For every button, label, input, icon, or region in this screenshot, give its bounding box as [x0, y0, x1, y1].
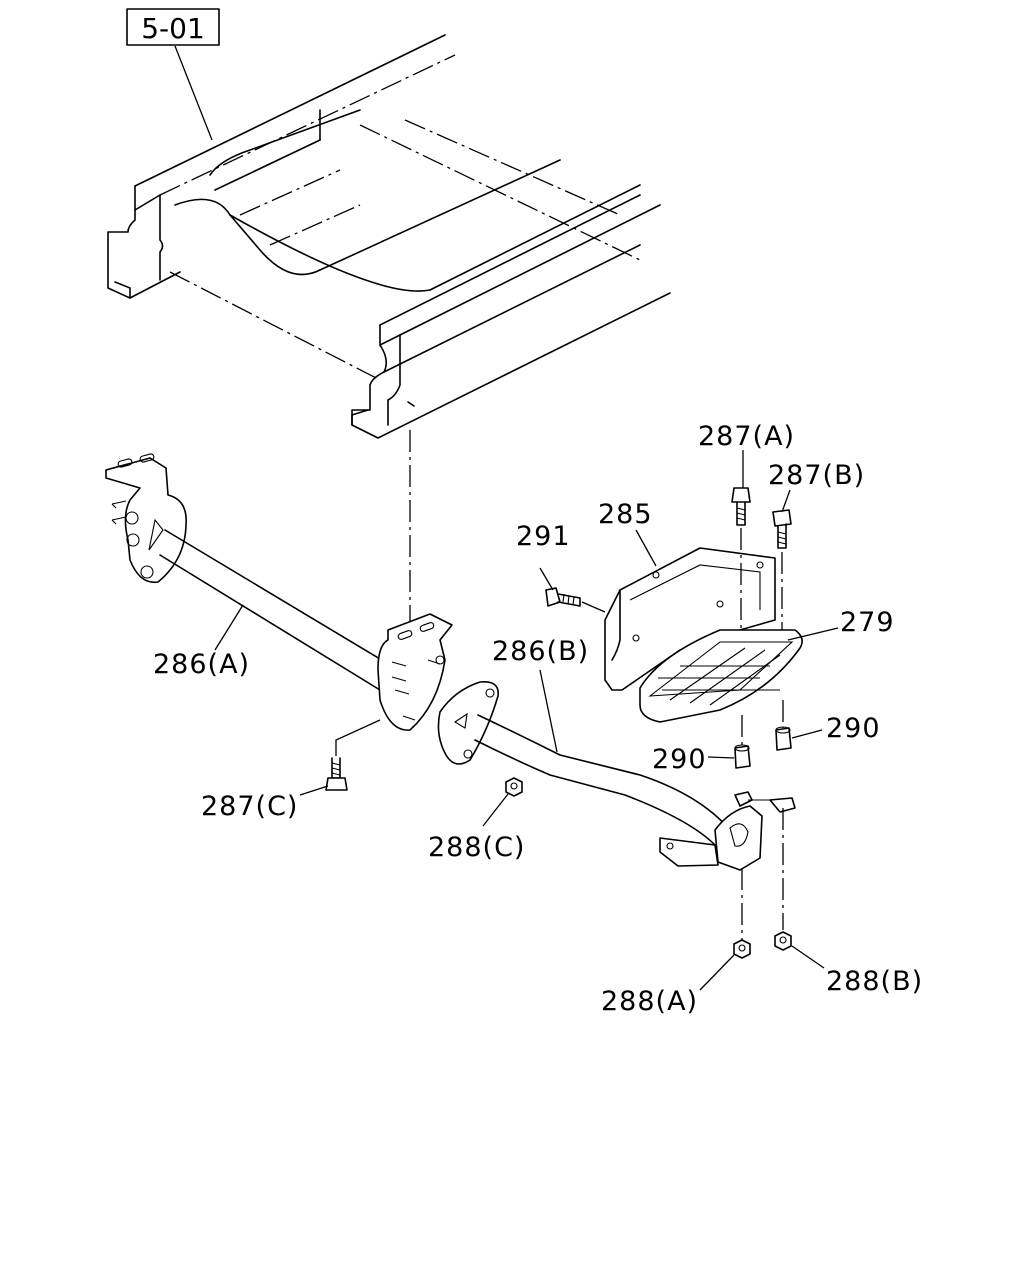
callout-279: 279: [840, 607, 895, 638]
spacer-290-left[interactable]: [734, 744, 751, 769]
leader-291-to-step: [581, 601, 606, 613]
callout-287b: 287(B): [768, 460, 865, 491]
step-bracket-286a[interactable]: [105, 453, 453, 731]
callout-285: 285: [598, 499, 653, 530]
callout-286a: 286(A): [153, 649, 250, 680]
bolt-287a[interactable]: [731, 487, 751, 526]
bolt-291[interactable]: [545, 587, 581, 607]
callout-286b: 286(B): [492, 636, 589, 667]
callout-291: 291: [516, 521, 571, 552]
callout-287c: 287(C): [201, 791, 298, 822]
callout-288b: 288(B): [826, 966, 923, 997]
bolt-287b[interactable]: [772, 509, 792, 549]
bolt-287c[interactable]: [325, 757, 348, 791]
step-tread-279[interactable]: [639, 629, 803, 723]
nut-288c[interactable]: [505, 777, 523, 797]
callout-290-left: 290: [652, 744, 707, 775]
callout-288a: 288(A): [601, 986, 698, 1017]
leader-287c-path: [335, 719, 381, 756]
callout-287a: 287(A): [698, 421, 795, 452]
callouts: 279 285 286(A) 286(B) 287(A) 287(B) 287(…: [153, 421, 923, 1017]
nut-288b[interactable]: [774, 931, 792, 951]
callout-288c: 288(C): [428, 832, 525, 863]
reference-box-label: 5-01: [141, 12, 205, 45]
spacer-290-right[interactable]: [775, 726, 792, 751]
callout-290-right: 290: [826, 713, 881, 744]
step-bracket-286b[interactable]: [437, 680, 796, 871]
chassis-frame: [107, 34, 671, 439]
reference-box[interactable]: 5-01: [126, 8, 220, 46]
leader-lines: [214, 450, 839, 991]
nut-288a[interactable]: [733, 939, 751, 959]
reference-leader: [174, 45, 213, 141]
